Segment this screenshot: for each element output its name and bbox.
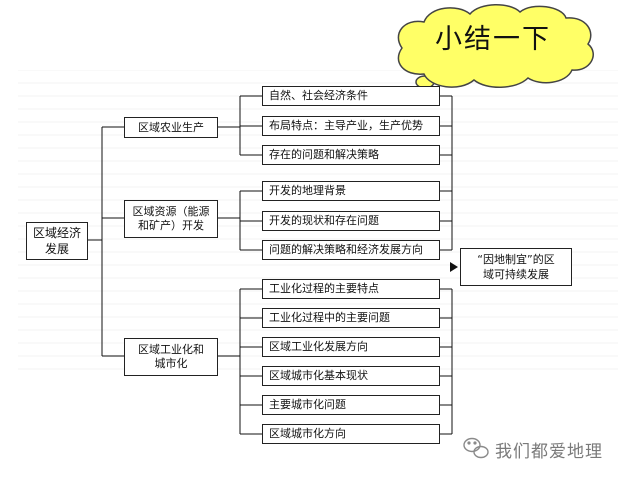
leaf-node: 开发的地理背景 [262,181,440,201]
group-label-line-1: 区域农业生产 [138,120,204,134]
result-node: “因地制宜”的区 域可持续发展 [460,248,572,286]
result-label-line-1: “因地制宜”的区 [477,253,555,266]
leaf-node: 开发的现状和存在问题 [262,211,440,231]
group-label-line-2: 和矿产）开发 [138,219,204,232]
leaf-node: 区域工业化发展方向 [262,337,440,357]
group-label-line-1: 区域工业化和 [138,343,204,356]
leaf-node: 问题的解决策略和经济发展方向 [262,240,440,260]
group-node-agriculture: 区域农业生产 [124,117,218,138]
wechat-icon [463,437,489,459]
leaf-node: 布局特点：主导产业，生产优势 [262,116,440,136]
root-label-line-2: 发展 [44,242,69,256]
watermark-text: 我们都爱地理 [495,441,603,462]
cloud-title: 小结一下 [435,24,551,55]
leaf-node: 存在的问题和解决策略 [262,145,440,165]
leaf-node: 工业化过程中的主要问题 [262,308,440,328]
group-label-line-1: 区域资源（能源 [132,205,210,218]
root-label-line-1: 区域经济 [32,226,81,240]
leaf-node: 自然、社会经济条件 [262,86,440,106]
leaf-node: 区域城市化基本现状 [262,366,440,386]
group-label-line-2: 城市化 [154,357,188,370]
result-label-line-2: 域可持续发展 [483,268,549,281]
leaf-node: 主要城市化问题 [262,395,440,415]
watermark: 我们都爱地理 [467,437,603,462]
group-node-resources: 区域资源（能源 和矿产）开发 [124,200,218,238]
cloud-body [397,4,594,88]
root-node: 区域经济 发展 [26,222,88,260]
arrow-head [450,262,458,272]
leaf-node: 工业化过程的主要特点 [262,279,440,299]
leaf-node: 区域城市化方向 [262,424,440,444]
group-node-industrialization: 区域工业化和 城市化 [124,338,218,376]
